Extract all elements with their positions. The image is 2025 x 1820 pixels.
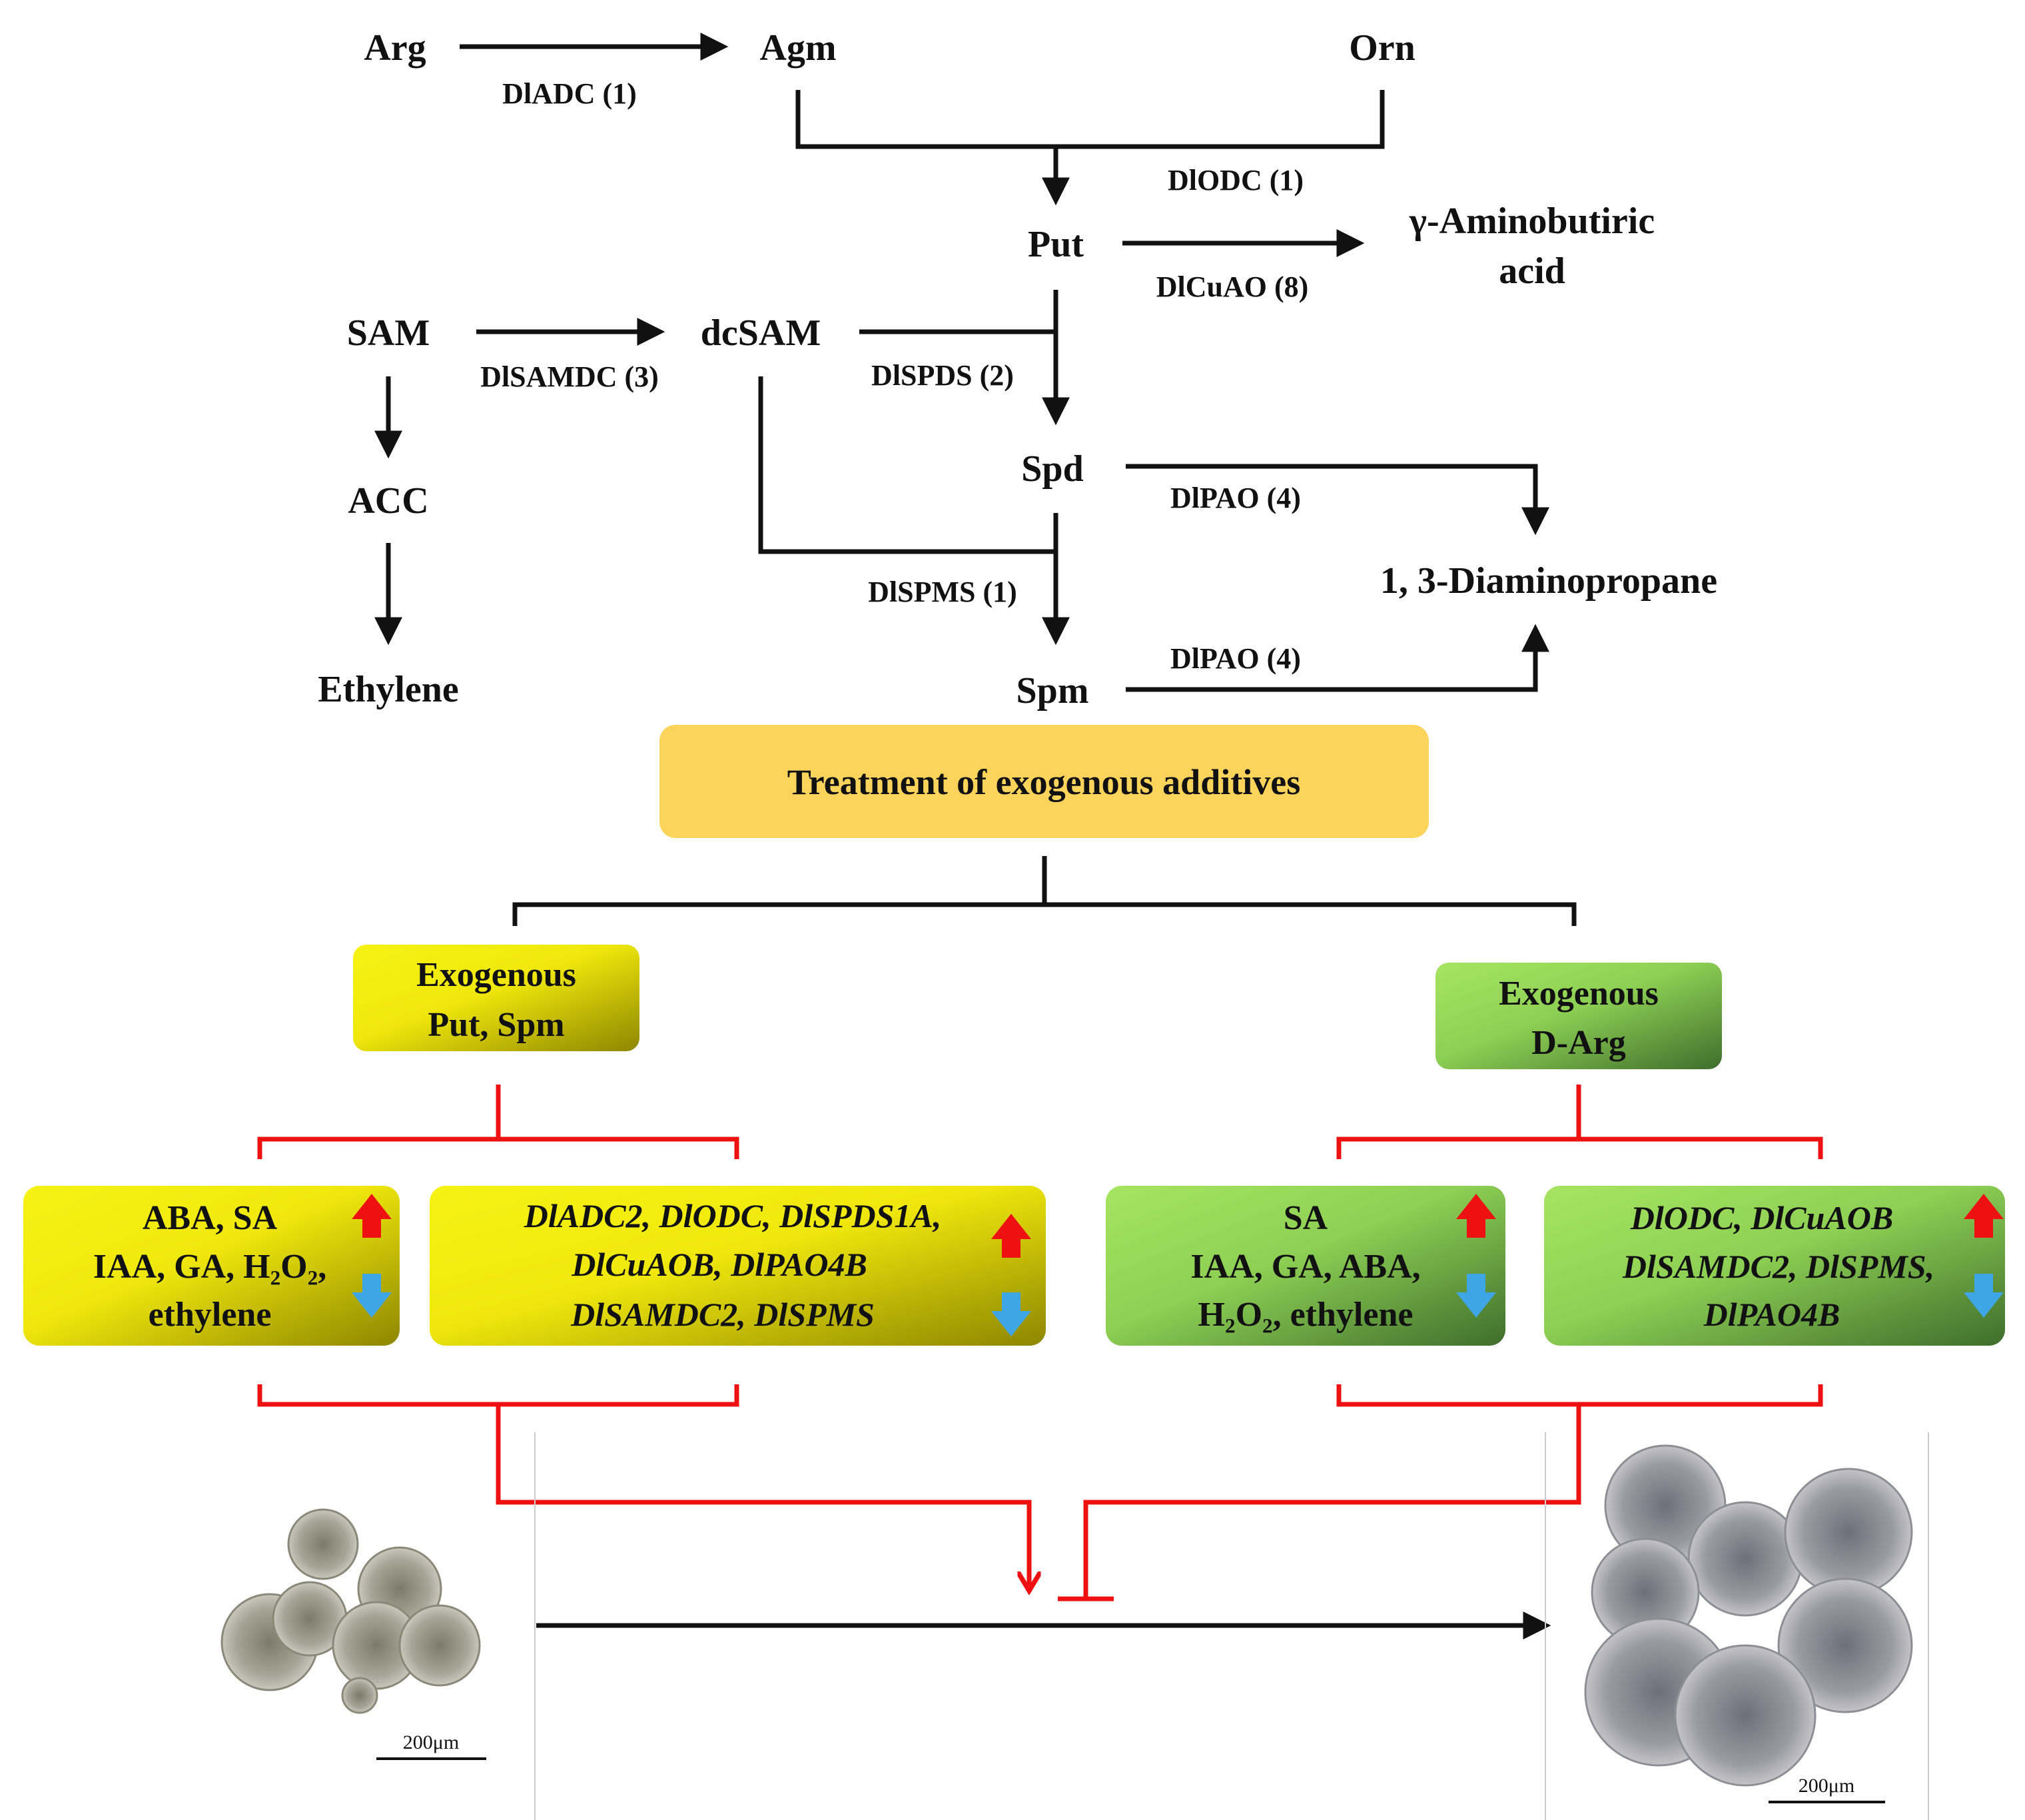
right-micrograph: 200μm <box>1545 1432 1929 1820</box>
metabolite-spd: Spd <box>1021 448 1083 490</box>
left-gene-line2: DlCuAOB, DlPAO4B <box>571 1246 867 1283</box>
metabolite-spm: Spm <box>1016 670 1089 711</box>
large-proembryo-image <box>1584 1444 1913 1787</box>
left-gene-line3: DlSAMDC2, DlSPMS <box>570 1296 875 1333</box>
left-hormone-line2: IAA, GA, H₂O₂, <box>93 1248 326 1286</box>
exogenous-put-spm-line1: Exogenous <box>416 956 576 994</box>
treatment-box: Treatment of exogenous additives <box>659 725 1429 838</box>
enzyme-pao-spm: DlPAO (4) <box>1170 642 1301 675</box>
up-arrow-icon <box>991 1214 1031 1258</box>
enzyme-odc: DlODC (1) <box>1168 164 1304 197</box>
regulation-connectors <box>257 1085 1823 1601</box>
right-gene-line3: DlPAO4B <box>1703 1296 1840 1333</box>
right-bottom-bracket <box>1336 1384 1823 1407</box>
left-bottom-bracket <box>257 1384 739 1407</box>
enzyme-samdc: DlSAMDC (3) <box>480 360 659 393</box>
right-gene-line1: DlODC, DlCuAOB <box>1630 1199 1894 1236</box>
right-scale-label: 200μm <box>1799 1775 1854 1797</box>
metabolite-gaba-line2: acid <box>1499 250 1565 292</box>
enzyme-adc: DlADC (1) <box>502 77 637 110</box>
left-micrograph: 200μm <box>220 1432 536 1820</box>
left-gene-line1: DlADC2, DlODC, DlSPDS1A, <box>524 1197 942 1234</box>
metabolite-put: Put <box>1028 224 1084 265</box>
metabolite-dap: 1, 3-Diaminopropane <box>1380 560 1717 602</box>
metabolite-dcsam: dcSAM <box>701 312 821 354</box>
exogenous-d-arg-line2: D-Arg <box>1531 1024 1626 1062</box>
small-embryogenic-callus-image <box>220 1508 481 1714</box>
right-gene-line2: DlSAMDC2, DlSPMS, <box>1622 1248 1934 1285</box>
metabolite-orn: Orn <box>1349 27 1416 69</box>
right-hormone-box: SA IAA, GA, ABA, H₂O₂, ethylene <box>1106 1186 1505 1346</box>
metabolite-acc: ACC <box>348 480 428 522</box>
left-hormone-line1: ABA, SA <box>143 1199 278 1237</box>
down-arrow-icon <box>991 1292 1031 1336</box>
metabolite-labels: Arg Agm Orn Put γ-Aminobutiric acid SAM … <box>318 27 1717 711</box>
up-arrow-icon <box>352 1194 392 1238</box>
up-arrow-icon <box>1456 1194 1496 1238</box>
treatment-bracket <box>512 902 1577 926</box>
exogenous-put-spm-box: Exogenous Put, Spm <box>353 945 639 1051</box>
left-hormone-line3: ethylene <box>149 1296 272 1334</box>
metabolite-ethylene: Ethylene <box>318 669 459 710</box>
metabolite-agm: Agm <box>759 27 836 69</box>
pathway-connectors <box>374 33 1577 926</box>
exogenous-put-spm-line2: Put, Spm <box>428 1006 564 1044</box>
exogenous-d-arg-box: Exogenous D-Arg <box>1435 963 1722 1069</box>
enzyme-labels: DlADC (1) DlODC (1) DlCuAO (8) DlSAMDC (… <box>480 77 1308 675</box>
arrow-spd-dap <box>1126 464 1549 536</box>
enzyme-spms: DlSPMS (1) <box>868 576 1017 608</box>
right-top-bracket <box>1336 1137 1823 1159</box>
bracket-agm-orn <box>795 90 1385 149</box>
metabolite-arg: Arg <box>364 27 426 69</box>
metabolite-gaba-line1: γ-Aminobutiric <box>1409 201 1655 242</box>
metabolite-sam: SAM <box>347 312 430 354</box>
right-hormone-line2: IAA, GA, ABA, <box>1190 1248 1420 1286</box>
right-hormone-line1: SA <box>1284 1199 1328 1237</box>
down-arrow-icon <box>1964 1274 2004 1318</box>
right-gene-box: DlODC, DlCuAOB DlSAMDC2, DlSPMS, DlPAO4B <box>1544 1186 2005 1346</box>
left-scale-label: 200μm <box>403 1731 459 1753</box>
down-arrow-icon <box>1456 1274 1496 1318</box>
enzyme-cuao: DlCuAO (8) <box>1156 270 1309 303</box>
treatment-title: Treatment of exogenous additives <box>787 762 1300 802</box>
left-top-bracket <box>257 1137 739 1159</box>
down-arrow-icon <box>352 1274 392 1318</box>
up-arrow-icon <box>1964 1194 2004 1238</box>
line-dcsam-spms <box>758 376 1056 554</box>
arrow-spm-dap <box>1126 624 1549 692</box>
enzyme-pao-spd: DlPAO (4) <box>1170 482 1301 514</box>
exogenous-d-arg-line1: Exogenous <box>1499 975 1659 1013</box>
left-gene-box: DlADC2, DlODC, DlSPDS1A, DlCuAOB, DlPAO4… <box>430 1186 1046 1346</box>
inhibit-line <box>1083 1404 1581 1599</box>
enzyme-spds: DlSPDS (2) <box>871 359 1014 392</box>
right-hormone-line3: H₂O₂, ethylene <box>1198 1296 1414 1334</box>
promote-arrow <box>496 1404 1029 1589</box>
left-hormone-box: ABA, SA IAA, GA, H₂O₂, ethylene <box>23 1186 400 1346</box>
